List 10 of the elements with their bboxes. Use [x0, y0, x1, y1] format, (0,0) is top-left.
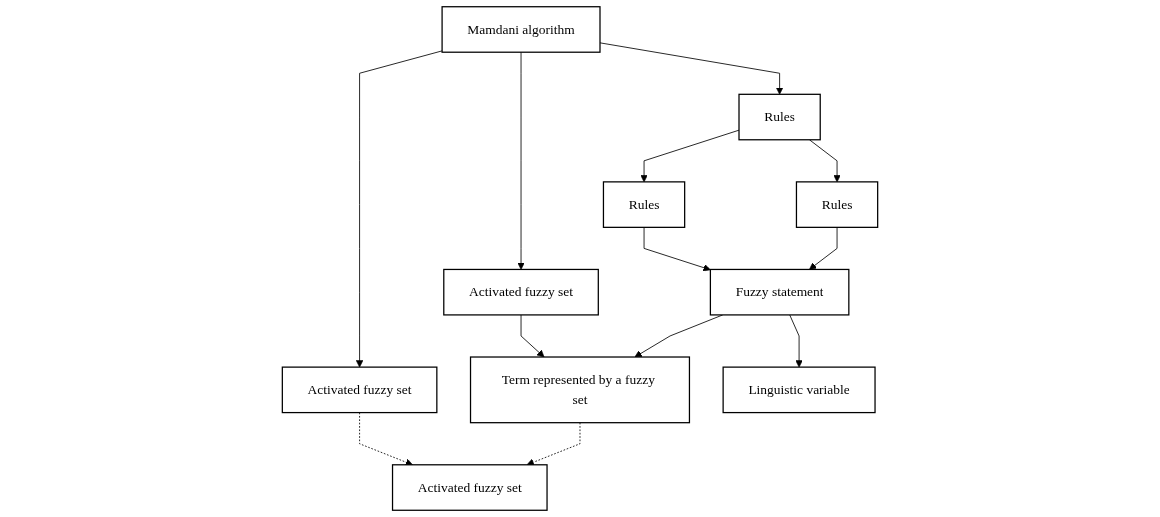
- node-box: Rules: [738, 93, 821, 141]
- node-box: Term represented by a fuzzy set: [469, 356, 691, 424]
- node-box: Activated fuzzy set: [281, 366, 438, 414]
- node-box: Mamdani algorithm: [441, 6, 601, 53]
- node-box: Linguistic variable: [722, 366, 876, 414]
- node-box: Activated fuzzy set: [443, 268, 599, 316]
- node-box: Rules: [795, 181, 879, 228]
- node-box: Activated fuzzy set: [391, 464, 548, 511]
- node-box: Fuzzy statement: [709, 268, 850, 316]
- node-box: Rules: [602, 181, 686, 228]
